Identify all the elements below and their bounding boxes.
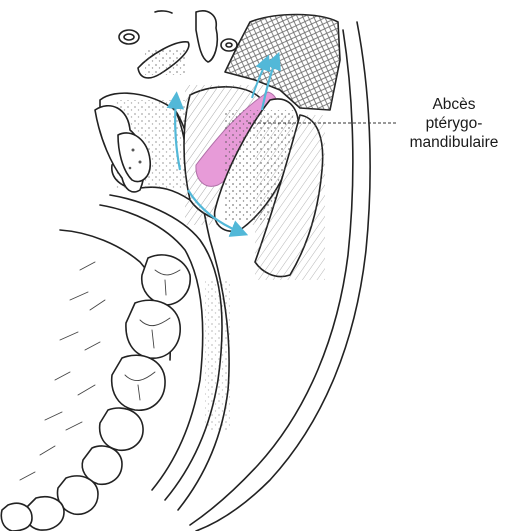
mucosa-dots [205, 280, 230, 430]
masseter-hatch [255, 115, 325, 280]
bone-top-small [196, 11, 217, 62]
molar-1 [142, 255, 190, 305]
teeth-row [1, 255, 190, 531]
abscess-label-line-3: mandibulaire [396, 133, 512, 152]
tonsil-dot-3 [129, 167, 132, 170]
abscess-label-line-1: Abcès [396, 95, 512, 114]
molar-3 [112, 355, 165, 410]
incisor-2 [1, 503, 32, 531]
tonsil-dot-2 [139, 161, 142, 164]
tonsil-dot-1 [132, 149, 135, 152]
vessel-small [221, 39, 237, 51]
premolar-1 [100, 408, 143, 450]
vessel-oval [119, 30, 139, 44]
abscess-label: Abcès ptérygo- mandibulaire [396, 95, 512, 152]
muscle-strip-dots [145, 50, 185, 75]
molar-2 [126, 300, 180, 358]
abscess-label-line-2: ptérygo- [396, 114, 512, 133]
tiny-top-mark [155, 11, 172, 13]
